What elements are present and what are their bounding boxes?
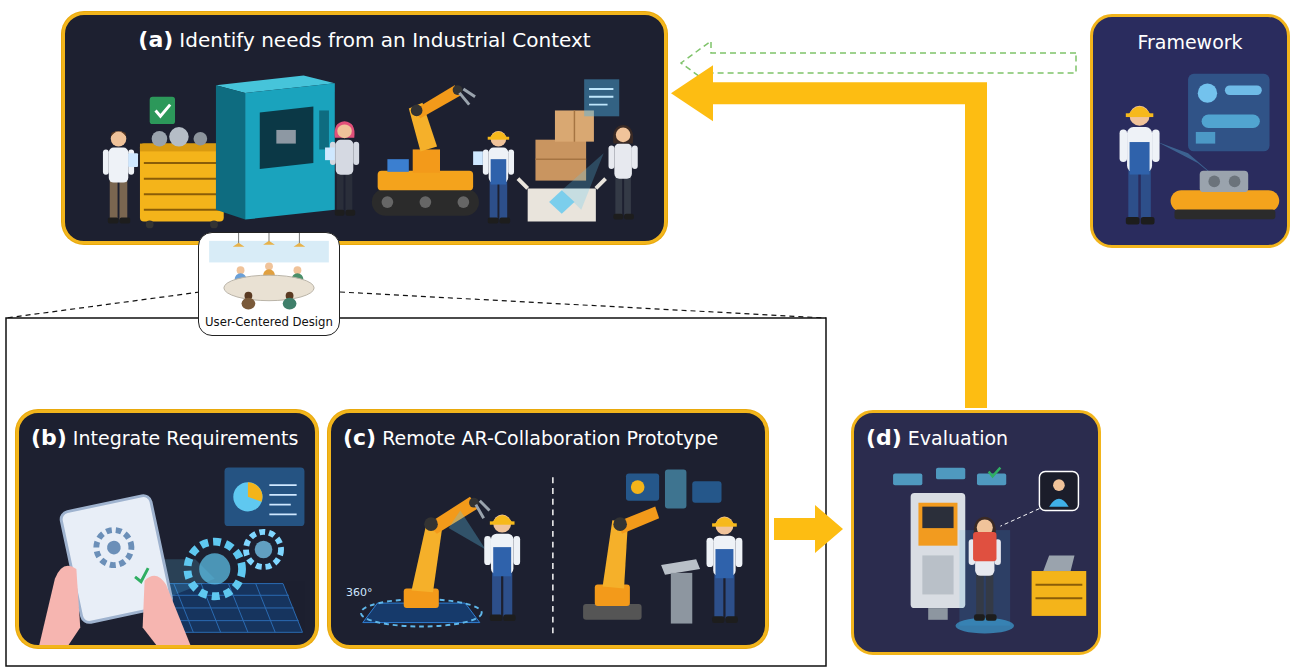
- prototype-panel: (c) Remote AR-Collaboration Prototype: [328, 410, 768, 648]
- panel-heading: User-Centered Design: [205, 315, 333, 329]
- gears: [187, 532, 281, 596]
- zoom-line: [6, 292, 200, 318]
- cabinet: [1032, 555, 1087, 615]
- panel-title: Evaluation: [908, 427, 1008, 449]
- kiosk: [911, 493, 966, 620]
- flow-arrow: [671, 65, 987, 408]
- panel-heading: (b) Integrate Requirements: [31, 425, 298, 450]
- dashed-arrow: [681, 41, 1076, 85]
- context-panel: (a)Identify needs from an Industrial Con…: [62, 12, 667, 244]
- panel-heading: (c) Remote AR-Collaboration Prototype: [343, 425, 718, 450]
- mobile-robot: [372, 85, 479, 216]
- hologram: [1188, 74, 1269, 152]
- floating-panels: [626, 470, 722, 509]
- panel-title: User-Centered Design: [205, 315, 333, 329]
- robot-left: [361, 497, 490, 627]
- step-letter: (b): [31, 425, 67, 450]
- cnc-machine: [216, 75, 335, 219]
- tablet-hands: [39, 494, 190, 645]
- hologram: [562, 79, 619, 210]
- conveyor: [1171, 171, 1280, 220]
- chart-panel: [225, 468, 305, 526]
- step-letter: (c): [343, 425, 376, 450]
- panel-heading: (a)Identify needs from an Industrial Con…: [85, 27, 644, 52]
- step-letter: (d): [866, 425, 902, 450]
- panel-heading: (d) Evaluation: [866, 425, 1008, 450]
- remote-view: [1039, 472, 1078, 511]
- panel-title: Identify needs from an Industrial Contex…: [179, 28, 590, 52]
- requirements-panel: (b) Integrate Requirements: [16, 410, 318, 648]
- flow-arrow: [774, 505, 843, 553]
- evaluation-panel: (d) Evaluation: [851, 410, 1101, 655]
- panel-heading: Framework: [1105, 31, 1275, 53]
- divider: [552, 477, 553, 633]
- bracket-outline: [6, 318, 826, 666]
- console: [661, 559, 700, 623]
- panel-title: Integrate Requirements: [73, 427, 299, 449]
- boxes: [518, 110, 606, 221]
- step-letter: (a): [138, 27, 173, 52]
- panel-title: Remote AR-Collaboration Prototype: [382, 427, 718, 449]
- floating-cards: [893, 468, 1006, 486]
- zoom-line: [340, 292, 826, 318]
- robot-right: [583, 507, 659, 620]
- check-panel: [150, 97, 175, 124]
- panel-title: Framework: [1137, 31, 1242, 53]
- cart: [140, 127, 224, 228]
- rotation-label: 360°: [346, 586, 373, 599]
- design-card: User-Centered Design: [198, 232, 340, 336]
- framework-panel: Framework: [1090, 14, 1290, 248]
